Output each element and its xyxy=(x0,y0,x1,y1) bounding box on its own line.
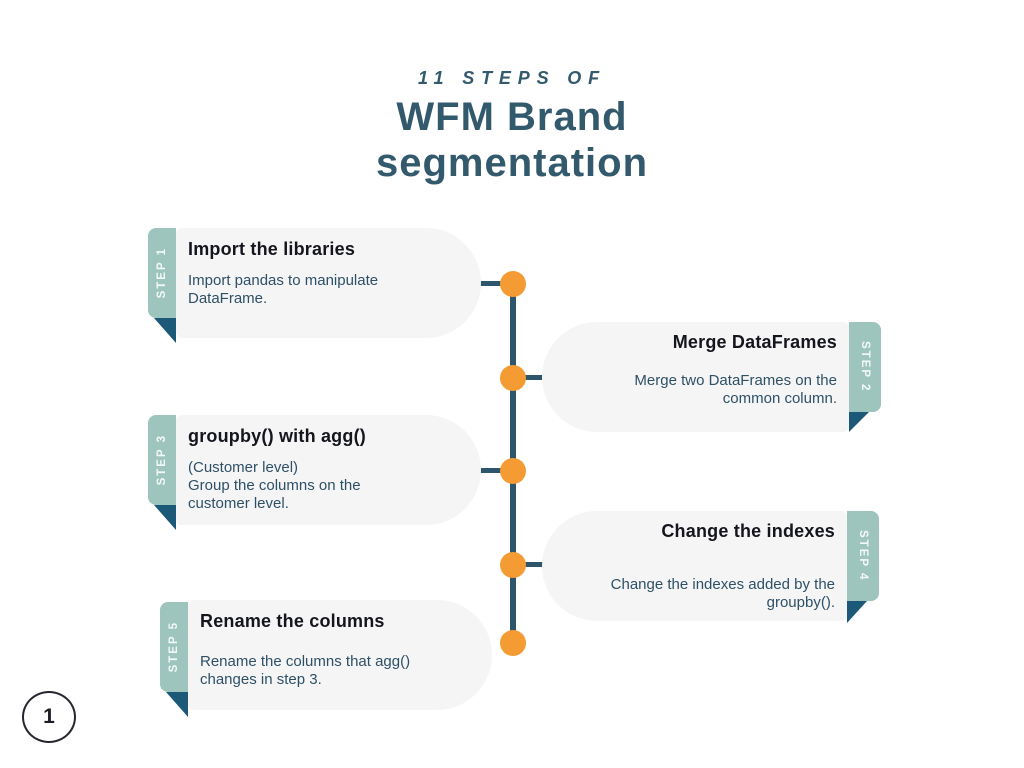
step1-title: Import the libraries xyxy=(188,239,356,259)
step1-description: Import pandas to manipulate DataFrame. xyxy=(188,272,379,307)
header-kicker: 11 STEPS OF xyxy=(418,68,606,88)
step5-fold-triangle xyxy=(166,692,188,717)
timeline-connector-step3 xyxy=(458,468,513,473)
step4-tab: STEP 4 xyxy=(847,511,879,601)
timeline-dot-2 xyxy=(500,365,526,391)
step2-tab-label: STEP 2 xyxy=(859,341,871,393)
step1-tab: STEP 1 xyxy=(148,228,176,318)
step5-card: Rename the columns Rename the columns th… xyxy=(188,600,492,710)
step3-tab: STEP 3 xyxy=(148,415,176,505)
timeline-dot-5 xyxy=(500,630,526,656)
step1-card: Import the libraries Import pandas to ma… xyxy=(176,228,481,338)
step3-fold-triangle xyxy=(154,505,176,530)
page-title: WFM Brand segmentation xyxy=(375,95,649,185)
step2-fold-triangle xyxy=(849,412,869,432)
step2-tab: STEP 2 xyxy=(849,322,881,412)
step2-description: Merge two DataFrames on the common colum… xyxy=(634,372,837,407)
step5-title: Rename the columns xyxy=(200,611,385,631)
timeline-dot-4 xyxy=(500,552,526,578)
step3-tab-label: STEP 3 xyxy=(156,434,168,486)
timeline-connector-step4 xyxy=(513,562,548,567)
step2-title: Merge DataFrames xyxy=(672,332,837,352)
step4-tab-label: STEP 4 xyxy=(857,530,869,582)
timeline-dot-3 xyxy=(500,458,526,484)
timeline-connector-step2 xyxy=(513,375,548,380)
page-number-badge: 1 xyxy=(22,691,76,743)
step5-description: Rename the columns that agg() changes in… xyxy=(200,653,411,688)
step5-tab: STEP 5 xyxy=(160,602,188,692)
step1-fold-triangle xyxy=(154,318,176,343)
timeline-dot-1 xyxy=(500,271,526,297)
timeline-connector-step1 xyxy=(458,281,513,286)
step3-card: groupby() with agg() (Customer level) Gr… xyxy=(176,415,481,525)
step4-card: Change the indexes Change the indexes ad… xyxy=(542,511,847,621)
page-number: 1 xyxy=(43,705,55,728)
step2-card: Merge DataFrames Merge two DataFrames on… xyxy=(542,322,849,432)
step4-fold-triangle xyxy=(847,601,867,623)
step4-description: Change the indexes added by the groupby(… xyxy=(610,576,835,611)
step1-tab-label: STEP 1 xyxy=(156,247,168,299)
step4-title: Change the indexes xyxy=(661,521,835,541)
step3-description: (Customer level) Group the columns on th… xyxy=(188,459,361,512)
step3-title: groupby() with agg() xyxy=(188,426,366,446)
step5-tab-label: STEP 5 xyxy=(168,621,180,673)
